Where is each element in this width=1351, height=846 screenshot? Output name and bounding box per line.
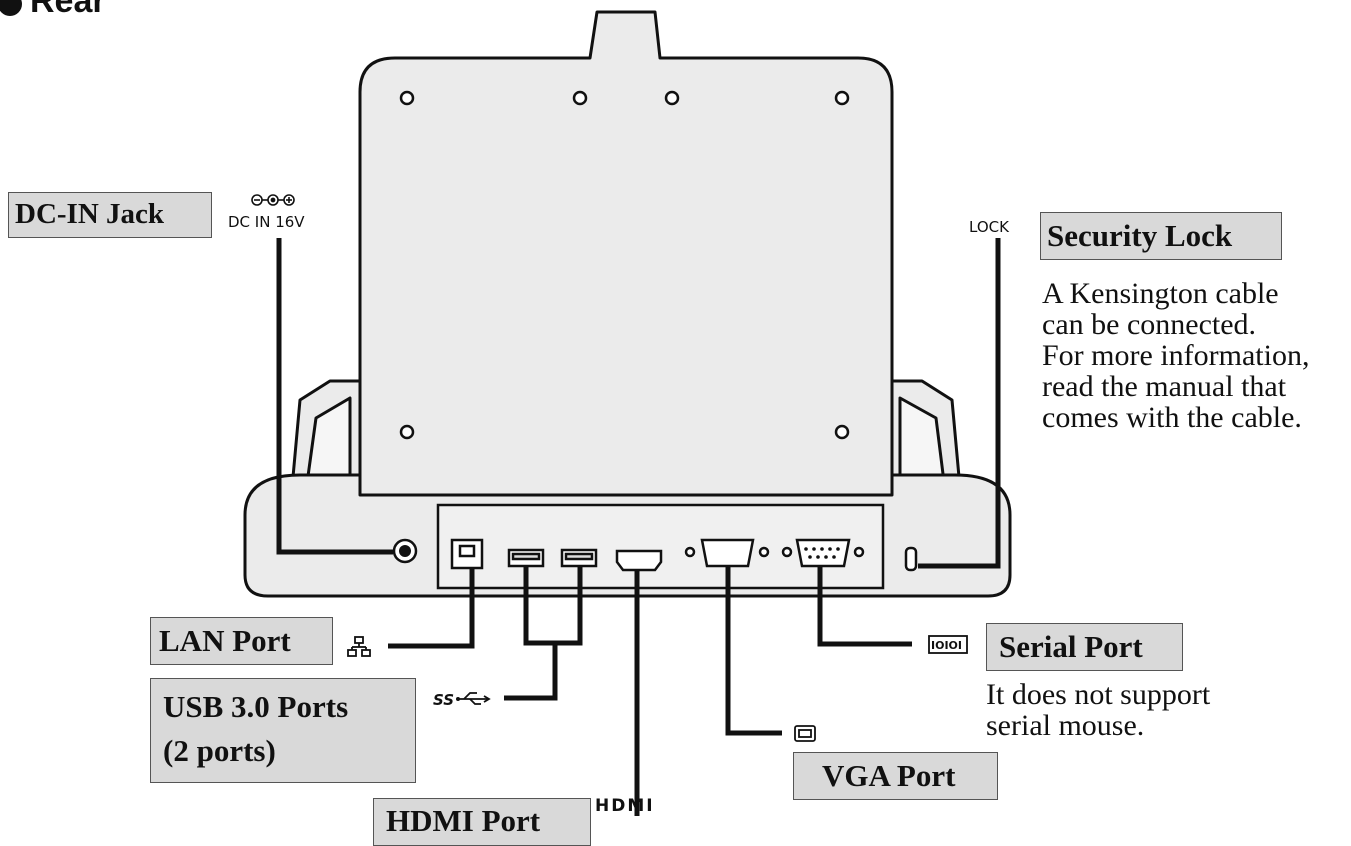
dc-in-jack-port xyxy=(392,538,418,564)
serial-ioioi-icon: IOIOI xyxy=(928,635,968,654)
leader-lines xyxy=(276,238,1001,816)
dc-polarity-icon xyxy=(251,194,295,206)
callout-usb-ports: USB 3.0 Ports (2 ports) xyxy=(150,678,416,783)
callout-hdmi-port-label: HDMI Port xyxy=(386,803,541,838)
security-lock-description: A Kensington cable can be connected. For… xyxy=(1042,278,1309,433)
screw-hole xyxy=(664,90,680,106)
serial-leader xyxy=(817,566,912,647)
callout-usb-ports-line1: USB 3.0 Ports xyxy=(163,689,349,724)
usb-leader-join xyxy=(504,643,558,701)
lan-port xyxy=(450,538,484,570)
serial-port-description: It does not support serial mouse. xyxy=(986,679,1210,741)
desc-line: It does not support xyxy=(986,678,1211,711)
screw-hole xyxy=(834,90,850,106)
usb-ss-icon: SS xyxy=(433,691,491,709)
callout-usb-ports-line2: (2 ports) xyxy=(163,733,276,768)
callout-lan-port-label: LAN Port xyxy=(159,623,291,658)
hdmi-port xyxy=(615,549,663,572)
vga-port xyxy=(684,538,770,568)
callout-serial-port-label: Serial Port xyxy=(999,629,1143,664)
lock-symbol-label: LOCK xyxy=(969,218,1010,236)
security-lock-slot xyxy=(904,546,918,572)
usb-port-1 xyxy=(507,548,545,568)
network-icon xyxy=(347,636,371,657)
callout-dc-in-jack: DC-IN Jack xyxy=(8,192,212,238)
dc-in-symbol-label: DC IN 16V xyxy=(228,213,305,231)
serial-port xyxy=(781,538,865,568)
callout-vga-port-label: VGA Port xyxy=(822,758,956,793)
callout-hdmi-port: HDMI Port xyxy=(373,798,591,846)
plate-screw-holes xyxy=(399,90,850,440)
hdmi-logo-icon: HDMI xyxy=(595,796,655,816)
serial-port-pins xyxy=(804,547,840,559)
callout-vga-port: VGA Port xyxy=(793,752,998,800)
screw-hole xyxy=(572,90,588,106)
section-heading: Rear xyxy=(30,0,106,20)
screw-hole xyxy=(399,424,415,440)
desc-line: serial mouse. xyxy=(986,709,1145,742)
back-plate xyxy=(358,10,894,497)
section-bullet-icon xyxy=(0,0,22,16)
callout-security-lock-label: Security Lock xyxy=(1047,218,1233,253)
desc-line: can be connected. xyxy=(1042,308,1257,341)
callout-lan-port: LAN Port xyxy=(150,617,333,665)
svg-text:IOIOI: IOIOI xyxy=(931,639,962,652)
desc-line: For more information, xyxy=(1042,339,1310,372)
dc-in-leader xyxy=(276,238,393,555)
lan-leader xyxy=(388,568,475,649)
vga-leader xyxy=(725,566,782,736)
callout-dc-in-jack-label: DC-IN Jack xyxy=(15,198,165,230)
security-lock-leader xyxy=(918,238,1001,569)
desc-line: comes with the cable. xyxy=(1042,401,1302,434)
screw-hole xyxy=(399,90,415,106)
screw-hole xyxy=(834,424,850,440)
callout-serial-port: Serial Port xyxy=(986,623,1183,671)
desc-line: A Kensington cable xyxy=(1042,277,1279,310)
desc-line: read the manual that xyxy=(1042,370,1287,403)
usb-port-2 xyxy=(560,548,598,568)
callout-security-lock: Security Lock xyxy=(1040,212,1282,260)
svg-text:SS: SS xyxy=(433,691,454,709)
monitor-icon xyxy=(794,725,816,742)
